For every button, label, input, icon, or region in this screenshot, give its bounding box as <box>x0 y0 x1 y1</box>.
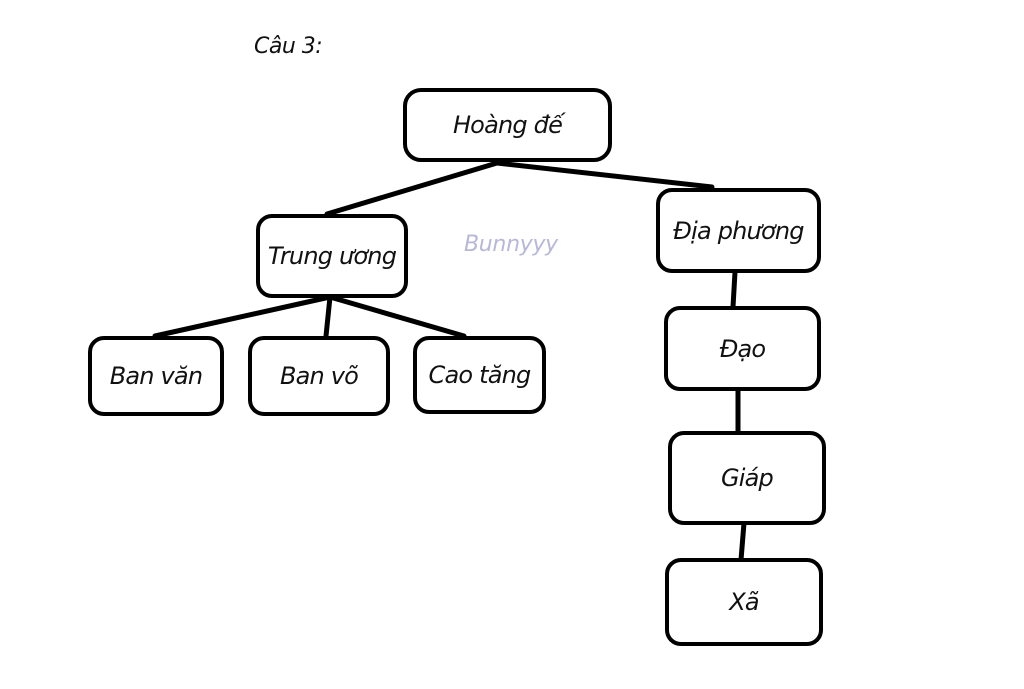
node-label: Trung ương <box>267 242 397 270</box>
node-hoang-de: Hoàng đế <box>403 88 612 162</box>
edge-root-local <box>494 160 715 190</box>
node-label: Giáp <box>720 464 774 492</box>
node-label: Ban võ <box>279 362 359 390</box>
watermark-text: Bunnyyy <box>464 232 558 257</box>
node-label: Ban văn <box>109 362 203 390</box>
node-giap: Giáp <box>668 431 826 525</box>
node-xa: Xã <box>665 558 823 646</box>
node-dao: Đạo <box>664 306 821 391</box>
node-dia-phuong: Địa phương <box>656 188 821 273</box>
node-label: Cao tăng <box>428 361 532 389</box>
edge-local-dao <box>730 269 738 310</box>
node-label: Đạo <box>719 334 766 363</box>
node-ban-van: Ban văn <box>88 336 224 416</box>
edge-central-military <box>323 294 333 339</box>
node-label: Địa phương <box>673 216 804 245</box>
question-title: Câu 3: <box>254 34 323 59</box>
node-trung-uong: Trung ương <box>256 214 408 298</box>
node-ban-vo: Ban võ <box>248 336 390 416</box>
edge-giap-xa <box>738 520 747 563</box>
node-label: Hoàng đế <box>452 111 563 139</box>
edge-central-monks <box>327 294 467 339</box>
edge-root-central <box>324 160 500 217</box>
edge-central-civil <box>152 294 333 339</box>
node-label: Xã <box>729 588 759 616</box>
node-cao-tang: Cao tăng <box>413 336 546 414</box>
